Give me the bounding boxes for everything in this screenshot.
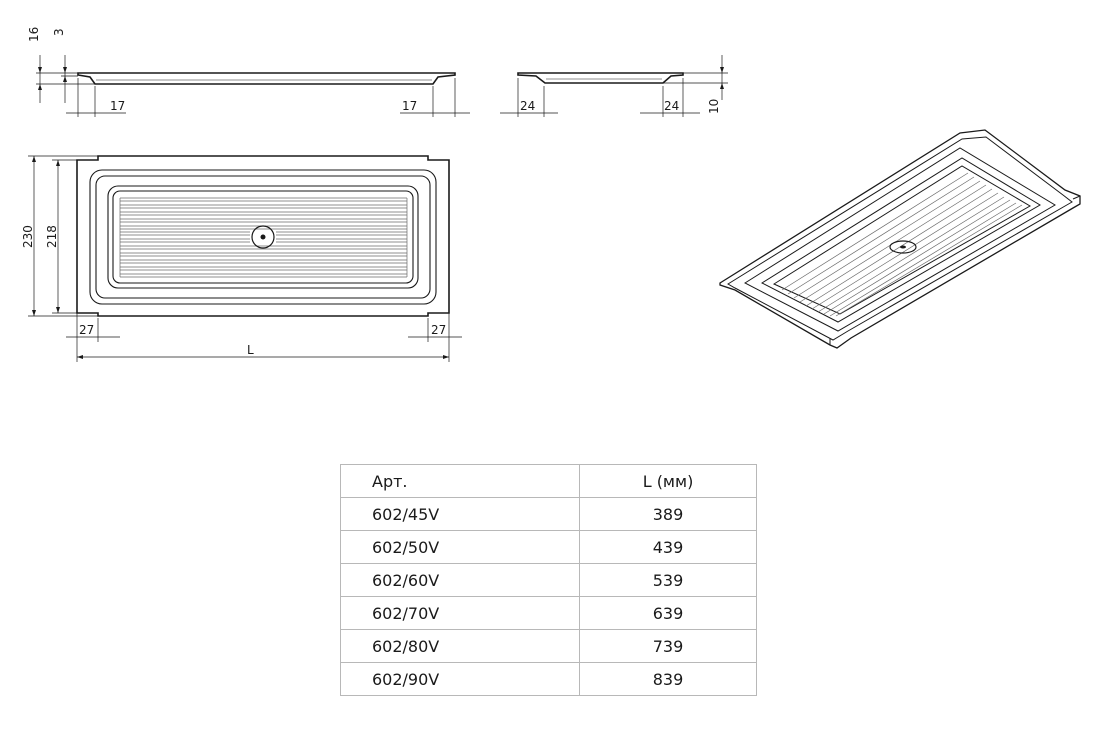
- dim-plan-inner-218: 218: [45, 225, 59, 248]
- dim-plan-left-27: 27: [79, 323, 94, 337]
- cell-article: 602/60V: [340, 563, 580, 597]
- dim-side-rim-3: 3: [52, 28, 66, 36]
- header-length: L (мм): [579, 464, 757, 498]
- plan-view: [28, 155, 462, 362]
- dim-end-height-10: 10: [707, 99, 721, 114]
- cell-length: 739: [579, 629, 757, 663]
- cell-article: 602/50V: [340, 530, 580, 564]
- cell-length: 439: [579, 530, 757, 564]
- cell-length: 639: [579, 596, 757, 630]
- dim-end-left-24: 24: [520, 99, 535, 113]
- dim-side-height-16: 16: [27, 27, 41, 42]
- dim-side-left-17: 17: [110, 99, 125, 113]
- cell-article: 602/80V: [340, 629, 580, 663]
- dim-end-right-24: 24: [664, 99, 679, 113]
- dim-side-right-17: 17: [402, 99, 417, 113]
- end-view: [500, 55, 728, 117]
- dim-plan-outer-230: 230: [21, 225, 35, 248]
- table-header-row: Арт. L (мм): [340, 464, 757, 498]
- cell-length: 839: [579, 662, 757, 696]
- cell-length: 539: [579, 563, 757, 597]
- table-row: 602/50V 439: [340, 530, 757, 564]
- header-article: Арт.: [340, 464, 580, 498]
- dim-plan-right-27: 27: [431, 323, 446, 337]
- cell-article: 602/70V: [340, 596, 580, 630]
- cell-article: 602/90V: [340, 662, 580, 696]
- table-row: 602/90V 839: [340, 662, 757, 696]
- article-length-table: Арт. L (мм) 602/45V 389 602/50V 439 602/…: [340, 464, 757, 696]
- cell-length: 389: [579, 497, 757, 531]
- dim-plan-length-L: L: [247, 343, 254, 357]
- table-row: 602/70V 639: [340, 596, 757, 630]
- table-row: 602/80V 739: [340, 629, 757, 663]
- table-row: 602/60V 539: [340, 563, 757, 597]
- isometric-view: [719, 129, 1081, 349]
- cell-article: 602/45V: [340, 497, 580, 531]
- table-row: 602/45V 389: [340, 497, 757, 531]
- side-view: [36, 55, 470, 117]
